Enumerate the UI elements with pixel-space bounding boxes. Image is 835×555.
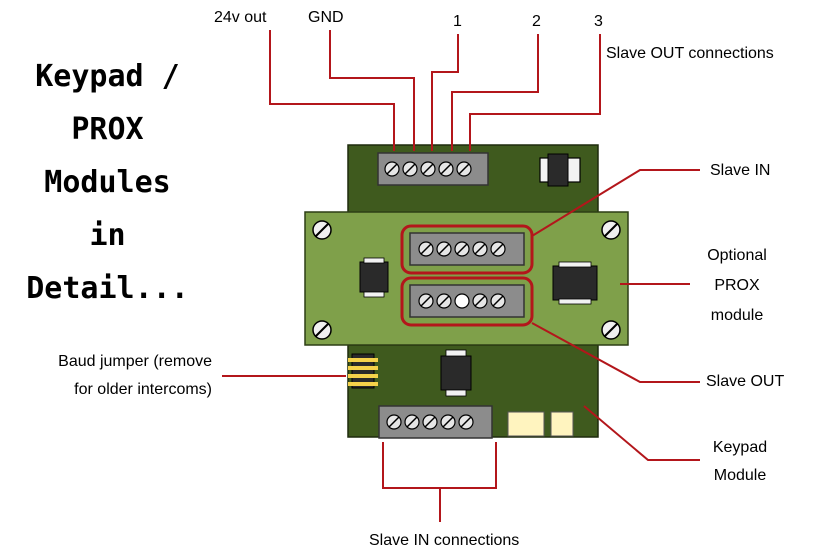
- top-terminal-screws: [384, 161, 472, 177]
- title-line-5: Detail...: [26, 271, 189, 306]
- title-line-1: Keypad /: [35, 59, 180, 94]
- wire-1: [431, 34, 459, 151]
- title-line-3: Modules: [44, 165, 171, 200]
- label-keypad-module-1: Keypad: [712, 439, 768, 456]
- slave-out-highlight: [400, 276, 534, 327]
- prox-right-component: [552, 261, 598, 305]
- prox-slave-out-screws: [418, 293, 506, 309]
- label-gnd: GND: [308, 9, 344, 26]
- top-right-component: [539, 153, 581, 187]
- label-optional-prox-1: Optional: [707, 247, 767, 264]
- label-baud-jumper-1: Baud jumper (remove: [58, 353, 212, 370]
- label-1: 1: [453, 13, 462, 30]
- label-optional-prox-3: module: [710, 307, 764, 324]
- mounting-screw-icons: [312, 220, 621, 340]
- callout-slave-in: [531, 169, 700, 237]
- label-24v-out: 24v out: [214, 9, 267, 26]
- title-line-2: PROX: [71, 112, 144, 147]
- bracket-slave-in: [382, 442, 497, 489]
- wire-2: [451, 34, 539, 151]
- callout-slave-out: [531, 322, 700, 383]
- keypad-connector-2: [550, 411, 574, 437]
- baud-jumper: [348, 353, 378, 389]
- label-slave-in: Slave IN: [710, 162, 771, 179]
- prox-slave-in-screws: [418, 241, 506, 257]
- callout-lines: [222, 30, 700, 522]
- callout-keypad-module: [583, 405, 700, 461]
- label-slave-in-connections: Slave IN connections: [369, 532, 520, 549]
- title-line-4: in: [89, 218, 126, 253]
- wire-3: [469, 34, 601, 151]
- keypad-connector-1: [507, 411, 545, 437]
- prox-left-component: [359, 257, 389, 298]
- label-3: 3: [594, 13, 603, 30]
- wire-24v-out: [269, 30, 395, 151]
- label-keypad-module-2: Module: [713, 467, 767, 484]
- slave-in-highlight: [400, 224, 534, 275]
- label-optional-prox-2: PROX: [714, 277, 760, 294]
- label-2: 2: [532, 13, 541, 30]
- keypad-middle-component: [440, 349, 472, 397]
- label-slave-out: Slave OUT: [706, 373, 785, 390]
- bottom-terminal-screws: [386, 414, 474, 430]
- label-slave-out-connections: Slave OUT connections: [606, 45, 774, 62]
- label-baud-jumper-2: for older intercoms): [74, 381, 212, 398]
- wire-gnd: [329, 30, 415, 151]
